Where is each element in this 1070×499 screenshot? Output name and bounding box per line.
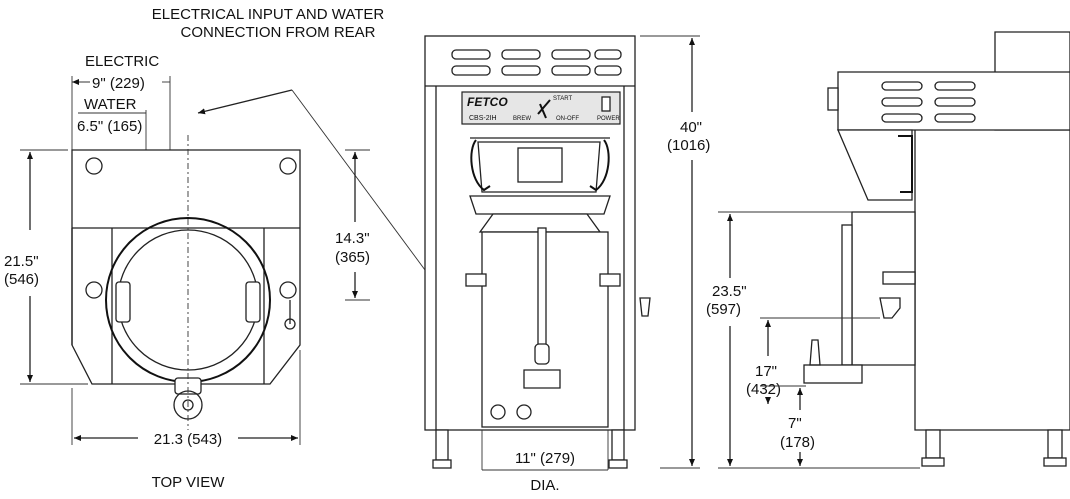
side-view: 23.5" (597) 17" (432) 7" (178) xyxy=(706,31,1070,469)
panel-model: CBS-2IH xyxy=(469,115,497,122)
panel-label-power: POWER xyxy=(597,116,620,122)
dim-depth-mm: (546) xyxy=(4,271,39,288)
water-label: WATER xyxy=(84,96,137,113)
dim-side-c-mm: (178) xyxy=(780,434,815,451)
dia-label: DIA. xyxy=(530,477,559,494)
front-vents xyxy=(451,49,622,76)
dim-upper-in: 14.3" xyxy=(335,230,370,247)
dim-depth-in: 21.5" xyxy=(4,253,39,270)
dim-upper-mm: (365) xyxy=(335,249,370,266)
dim-width: 21.3 (543) xyxy=(154,431,222,448)
electric-label: ELECTRIC xyxy=(85,53,159,70)
dim-water-65in: 6.5" (165) xyxy=(77,118,142,135)
dim-side-b-mm: (432) xyxy=(746,381,781,398)
dim-side-a-mm: (597) xyxy=(706,301,741,318)
dim-dia: 11" (279) xyxy=(515,450,575,467)
top-view: ELECTRIC 9" (229) WATER 6.5" (165) xyxy=(4,53,301,491)
panel-label-onoff: ON-OFF xyxy=(556,116,579,122)
dim-side-b-in: 17" xyxy=(755,363,777,380)
dim-side-a-in: 23.5" xyxy=(712,283,747,300)
panel-label-start: START xyxy=(553,96,572,102)
dim-electric-9in: 9" (229) xyxy=(92,75,145,92)
panel-logo: FETCO xyxy=(467,95,508,109)
front-view: FETCO CBS-2IH BREW START ON-OFF POWER xyxy=(424,35,710,494)
panel-label-brew: BREW xyxy=(513,116,531,122)
dim-height-mm: (1016) xyxy=(667,137,710,154)
callout-electrical-line1: ELECTRICAL INPUT AND WATER xyxy=(152,6,385,23)
dim-height-in: 40" xyxy=(680,119,702,136)
dim-side-c-in: 7" xyxy=(788,415,802,432)
callout-electrical-line2: CONNECTION FROM REAR xyxy=(181,24,376,41)
top-view-caption: TOP VIEW xyxy=(152,474,226,491)
upper-dimension: 14.3" (365) xyxy=(335,149,370,301)
